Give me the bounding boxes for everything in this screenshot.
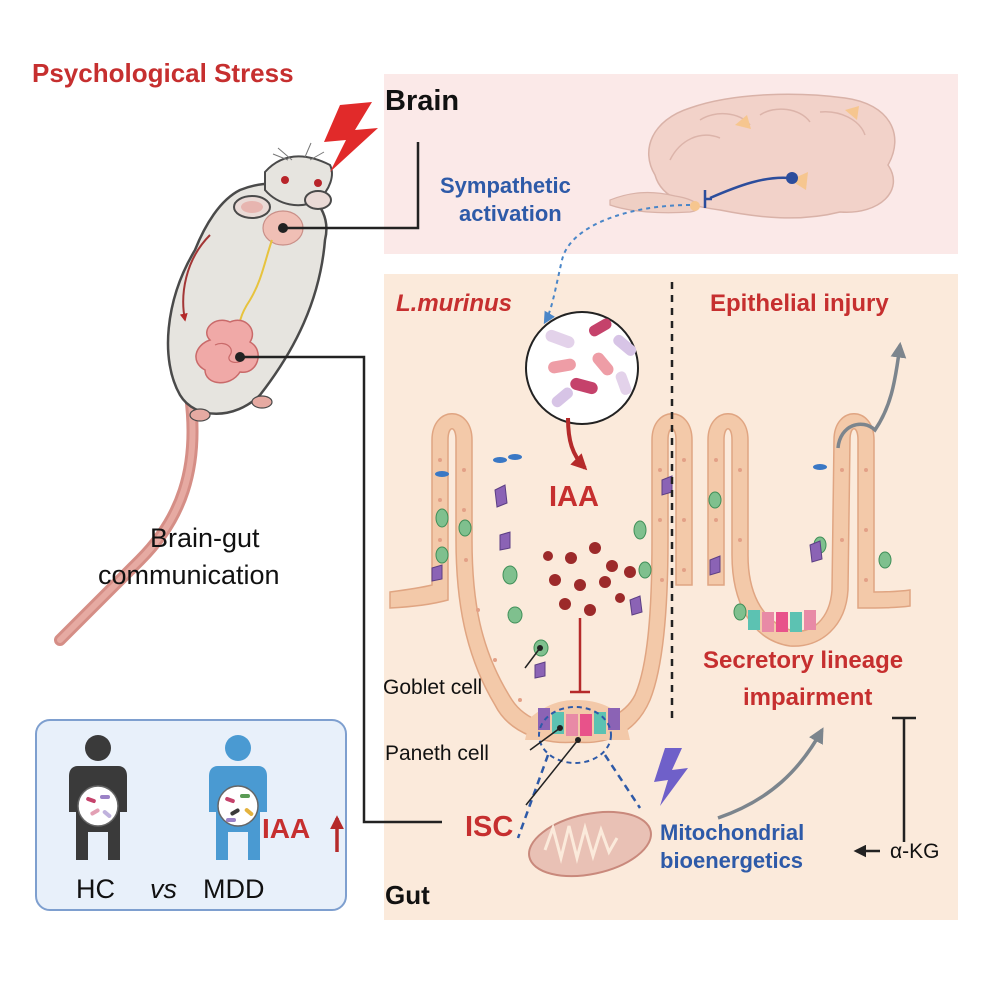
paneth-cell-label: Paneth cell [385,742,489,765]
mdd-label: MDD [203,874,265,904]
sympathetic-label-line2: activation [459,201,562,226]
zoom-line-left [516,754,550,839]
stress-label: Psychological Stress [32,58,294,88]
gut-title: Gut [385,880,430,910]
injury-arrow [836,341,907,449]
secretory-label-line1: Secretory lineage [703,647,903,674]
iaa-molecules [543,542,636,616]
isc-highlight-circle [538,706,612,764]
zoom-line-right [603,754,642,809]
isc-leader-dot [575,737,581,743]
vs-label: vs [150,874,177,904]
epithelial-injury-label: Epithelial injury [710,290,889,317]
person-icon [209,735,267,860]
brain-icon [609,93,896,219]
iaa-inhibits-isc [570,618,590,694]
paneth-leader [529,727,561,751]
hc-label: HC [76,874,115,904]
isc-label: ISC [465,811,513,843]
mito-lightning-icon [654,748,688,806]
bacterium-label: L.murinus [396,290,512,317]
epithelium-illustration [389,413,911,744]
mito-to-secretory-arrow [717,727,824,820]
goblet-leader [524,647,541,669]
bacteria-to-iaa-arrow [566,417,588,471]
mitochondrion-icon [528,810,652,878]
brain-connector-line [283,142,420,230]
clinical-iaa-label: IAA [262,813,310,844]
akg-label: α-KG [890,840,939,863]
goblet-cell-label: Goblet cell [383,676,482,699]
brain-gut-label-line2: communication [98,560,280,590]
akg-inhibits-impairment [892,716,916,842]
stress-to-gut-arrow [179,234,211,322]
brain-title: Brain [385,85,459,117]
crypt-base [525,610,816,740]
sympathetic-label-line1: Sympathetic [440,173,571,198]
gut-connector-line [240,355,442,824]
lightning-bolt-icon [324,102,378,172]
bacteria-icon [525,311,639,425]
isc-leader [525,739,579,806]
goblet-leader-dot [537,645,543,651]
paneth-leader-dot [557,725,563,731]
mito-label-line1: Mitochondrial [660,820,804,845]
person-icon [69,735,127,860]
sympathetic-pathway-arrow [543,204,691,325]
mito-label-line2: bioenergetics [660,848,803,873]
mouse-icon [54,142,333,646]
brain-connector-dot [278,223,288,233]
iaa-label: IAA [549,481,599,513]
secretory-label-line2: impairment [743,684,872,711]
brain-gut-label-line1: Brain-gut [150,523,260,553]
gut-connector-dot [235,352,245,362]
